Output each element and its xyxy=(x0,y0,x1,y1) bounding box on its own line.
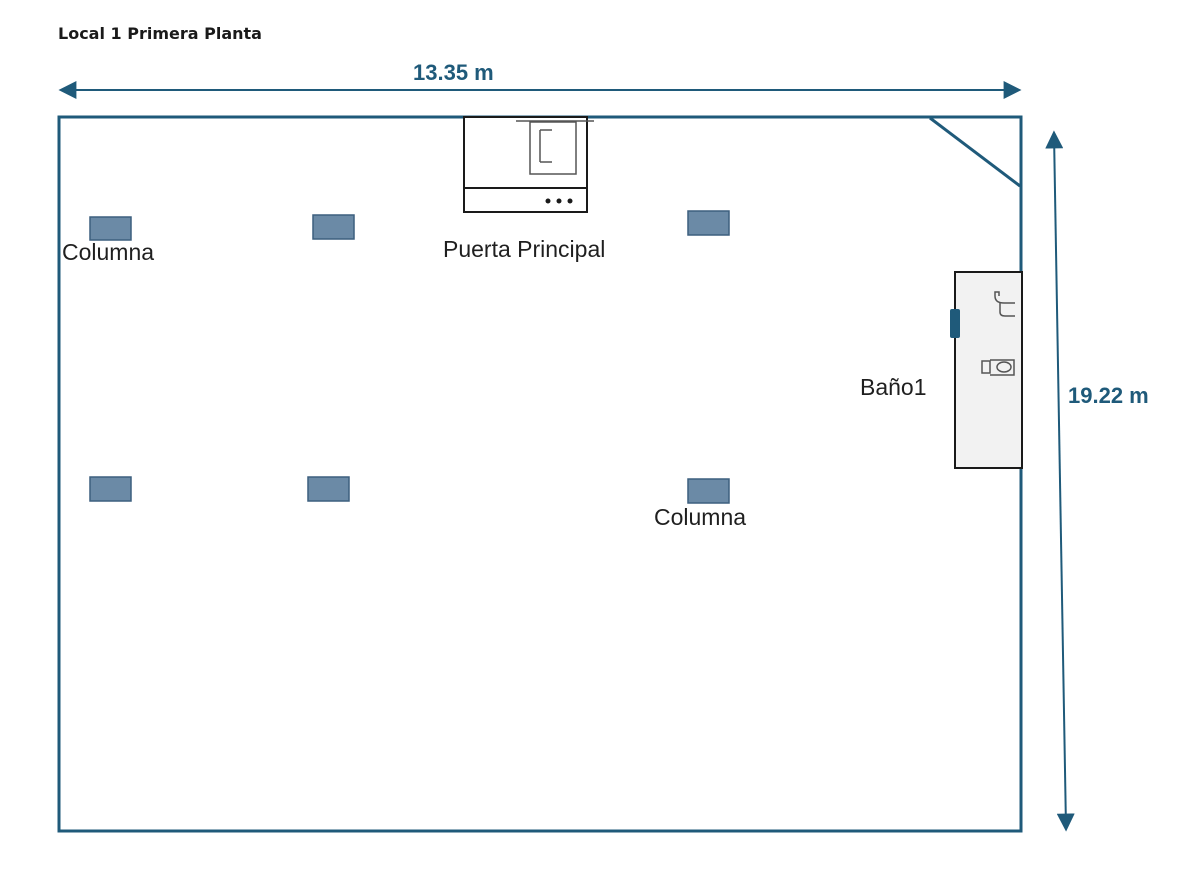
column-marker xyxy=(89,476,132,502)
corner-wall-diagonal xyxy=(929,116,1021,188)
column-marker xyxy=(89,216,132,241)
width-dimension-label: 13.35 m xyxy=(413,60,494,85)
floor-outline xyxy=(57,115,1023,833)
height-dimension-arrow xyxy=(1045,130,1075,832)
bathroom-room xyxy=(954,271,1023,469)
main-door-label: Puerta Principal xyxy=(443,236,606,262)
column-marker xyxy=(687,210,730,236)
sink-icon xyxy=(994,291,1015,317)
column-marker xyxy=(687,478,730,504)
column-marker xyxy=(307,476,350,502)
height-dimension-label: 19.22 m xyxy=(1068,383,1149,408)
column-marker xyxy=(312,214,355,240)
door-handle-icon xyxy=(950,309,960,338)
toilet-icon xyxy=(981,359,1015,376)
column-label-top: Columna xyxy=(62,239,155,265)
column-label-bottom: Columna xyxy=(654,504,747,530)
plan-title: Local 1 Primera Planta xyxy=(58,24,262,43)
bathroom-label: Baño1 xyxy=(860,374,927,400)
door-unit-icon xyxy=(463,116,594,213)
